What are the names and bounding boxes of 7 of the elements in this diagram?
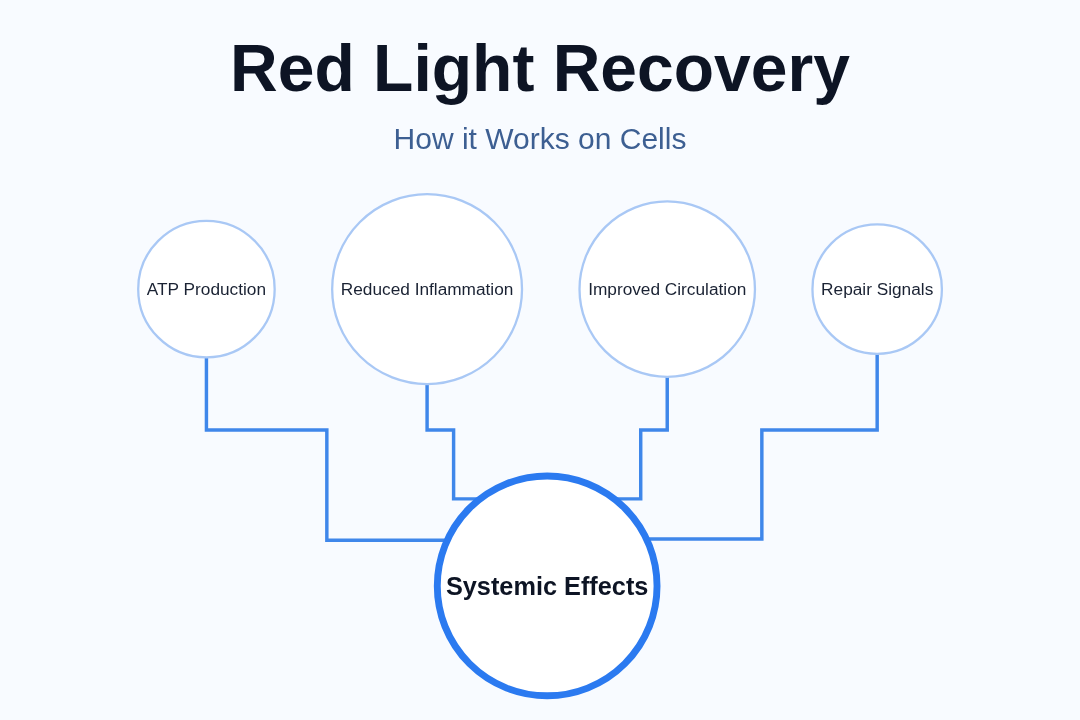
- node-circle: Reduced Inflammation: [330, 193, 524, 386]
- node-circle: ATP Production: [137, 219, 276, 359]
- node-circle: Systemic Effects: [433, 472, 661, 700]
- node-circle: Improved Circulation: [578, 200, 757, 378]
- title: Red Light Recovery: [229, 30, 851, 106]
- node-circle: Repair Signals: [811, 223, 943, 355]
- subtitle: How it Works on Cells: [392, 122, 688, 156]
